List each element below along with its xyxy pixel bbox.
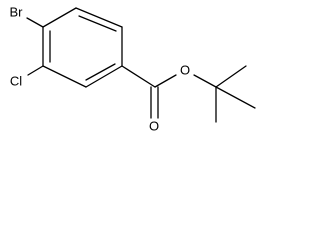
ester-oxygen-label: O [180,63,190,78]
bromine-label: Br [10,5,24,20]
bond-c6-cl [27,65,44,76]
ring-bond-c2-c3 [75,7,123,28]
bond-ester-oxygen-tbutyl [193,74,217,88]
chlorine-label: Cl [10,74,22,89]
ring-bond-c2-c3-inner [78,15,117,32]
benzene-ring [42,7,123,88]
bond-tbutyl-methyl-right [215,86,256,109]
tert-butyl-group [215,65,256,123]
bond-carbonyl-ester-oxygen [154,74,177,88]
ring-bond-c1-c2 [42,7,77,28]
bond-tbutyl-methyl-top [215,65,247,88]
ring-bond-c4-c5 [85,65,123,88]
carbonyl-oxygen-label: O [149,119,159,134]
ring-bond-c4-c5-inner [85,63,116,81]
ring-bond-c5-c6 [42,65,87,88]
tert-butyl-4-bromo-3-chlorobenzoate-structure: Br Cl O O [10,5,256,134]
bond-c4-carbonyl [121,65,156,88]
bond-c1-br [26,17,44,28]
